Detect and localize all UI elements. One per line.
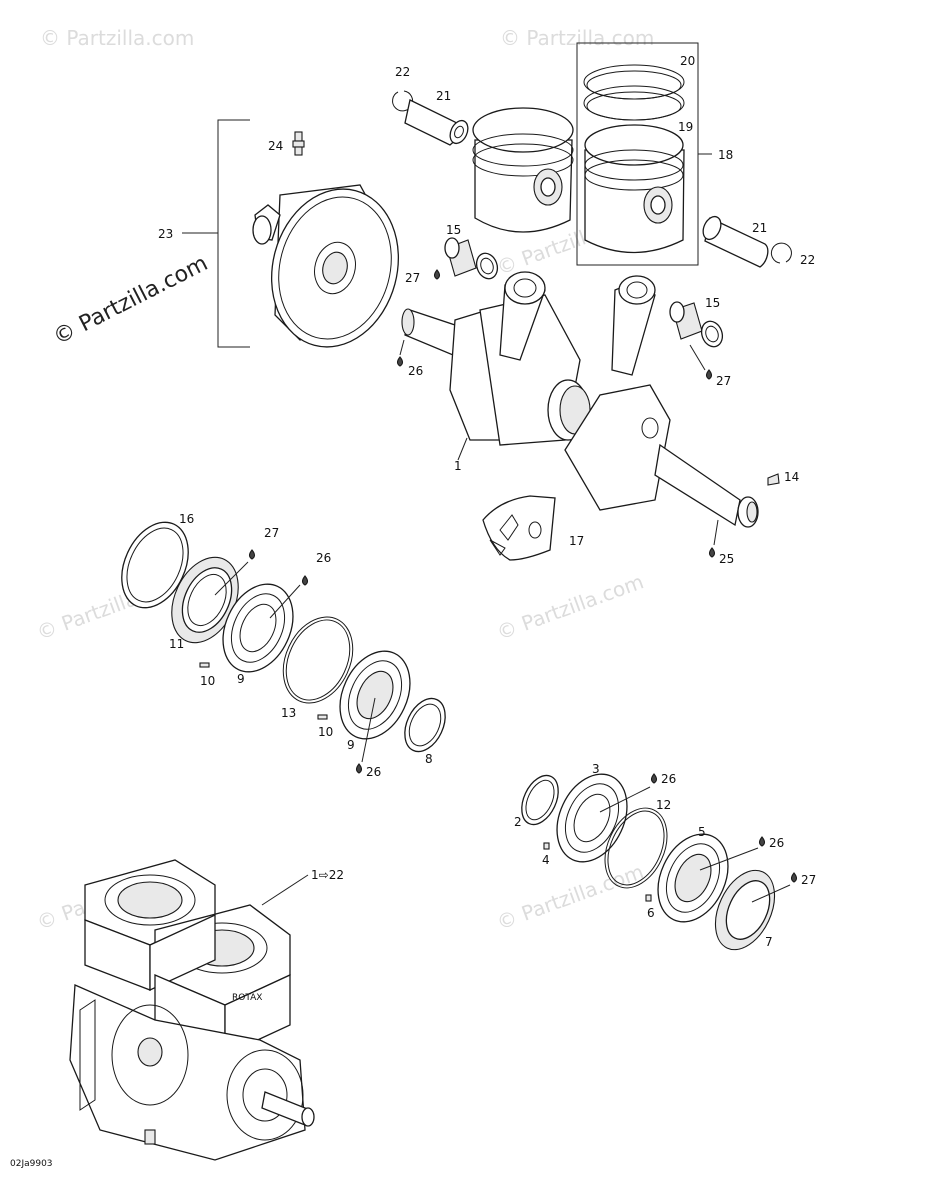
callout-26: 26: [661, 772, 676, 786]
oil-drop-icon: [355, 763, 363, 774]
piston-part: [584, 124, 685, 254]
ball-bearing-part: [556, 773, 628, 863]
callout-23: 23: [158, 227, 173, 241]
callout-8: 8: [425, 752, 433, 766]
oil-drop-icon: [758, 836, 766, 847]
callout-11: 11: [169, 637, 184, 651]
callout-range: 1⇨22: [311, 868, 344, 882]
callout-26: 26: [408, 364, 423, 378]
callout-26: 26: [316, 551, 331, 565]
callout-25: 25: [719, 552, 734, 566]
leader-line: [689, 344, 706, 371]
callout-17: 17: [569, 534, 584, 548]
callout-21: 21: [752, 221, 767, 235]
bearing-shell-part: [482, 495, 556, 561]
bracket-line: [217, 119, 250, 348]
leader-line: [269, 584, 301, 619]
leader-line: [713, 519, 719, 546]
callout-15: 15: [446, 223, 461, 237]
dowel-pin-part: [199, 662, 210, 668]
leader-line: [599, 786, 651, 813]
callout-1: 1: [454, 459, 462, 473]
o-ring-part: [282, 616, 354, 704]
needle-bearing-part: [444, 237, 499, 280]
callout-24: 24: [268, 139, 283, 153]
piston-pin-part: [404, 99, 469, 146]
callout-16: 16: [179, 512, 194, 526]
leader-line: [361, 697, 376, 763]
piston-pin-part: [702, 215, 769, 268]
oil-drop-icon: [433, 269, 441, 280]
dowel-pin-part: [543, 842, 550, 850]
callout-7: 7: [765, 935, 773, 949]
oil-drop-icon: [790, 872, 798, 883]
piston-ring-part: [583, 64, 685, 121]
oil-drop-icon: [396, 356, 404, 367]
callout-27: 27: [264, 526, 279, 540]
circlip-part: [392, 90, 413, 112]
callout-6: 6: [647, 906, 655, 920]
dowel-pin-part: [317, 714, 328, 720]
svg-text:ROTAX: ROTAX: [232, 993, 262, 1003]
callout-10: 10: [318, 725, 333, 739]
circlip-part: [771, 242, 792, 264]
watermark-primary: © Partzilla.com: [49, 251, 212, 350]
engine-assembly-part: ROTAX: [69, 859, 315, 1161]
callout-20: 20: [680, 54, 695, 68]
oil-drop-icon: [301, 575, 309, 586]
ball-bearing-part: [222, 583, 294, 673]
callout-18: 18: [718, 148, 733, 162]
o-ring-part: [604, 807, 668, 889]
oil-drop-icon: [248, 549, 256, 560]
diagram-code: 02Ja9903: [10, 1159, 53, 1169]
callout-5: 5: [698, 825, 706, 839]
shim-ring-part: [521, 774, 559, 826]
leader-line: [699, 847, 759, 871]
callout-19: 19: [678, 120, 693, 134]
oil-drop-icon: [708, 547, 716, 558]
callout-27: 27: [716, 374, 731, 388]
watermark: © Partzilla.com: [494, 859, 647, 934]
callout-10: 10: [200, 674, 215, 688]
crankshaft-part: [401, 271, 759, 528]
leader-line: [261, 874, 309, 906]
callout-2: 2: [514, 815, 522, 829]
ball-bearing-part: [657, 833, 729, 923]
oil-seal-ring-part: [121, 521, 189, 609]
callout-26: 26: [769, 836, 784, 850]
oil-seal-part: [714, 869, 776, 951]
callout-27: 27: [405, 271, 420, 285]
callout-26: 26: [366, 765, 381, 779]
callout-15: 15: [705, 296, 720, 310]
dowel-pin-part: [645, 894, 652, 902]
oil-seal-part: [171, 556, 239, 644]
leader-line: [457, 437, 468, 461]
leader-line: [751, 884, 791, 903]
callout-22: 22: [800, 253, 815, 267]
callout-27: 27: [801, 873, 816, 887]
watermark: © Partzilla.com: [494, 569, 647, 644]
needle-bearing-part: [669, 301, 724, 348]
ball-bearing-part: [339, 650, 411, 740]
leader-line: [399, 339, 405, 356]
callout-4: 4: [542, 853, 550, 867]
callout-14: 14: [784, 470, 799, 484]
callout-22: 22: [395, 65, 410, 79]
woodruff-key-part: [767, 473, 780, 486]
callout-9: 9: [237, 672, 245, 686]
callout-3: 3: [592, 762, 600, 776]
shim-ring-part: [404, 697, 446, 753]
oil-drop-icon: [650, 773, 658, 784]
callout-21: 21: [436, 89, 451, 103]
callout-9: 9: [347, 738, 355, 752]
callout-12: 12: [656, 798, 671, 812]
oil-drop-icon: [705, 369, 713, 380]
callout-13: 13: [281, 706, 296, 720]
grease-fitting-part: [292, 131, 305, 156]
leader-line: [214, 561, 249, 596]
flywheel-part: [252, 184, 400, 348]
piston-part: [472, 107, 574, 233]
watermark: © Partzilla.com: [40, 26, 194, 50]
